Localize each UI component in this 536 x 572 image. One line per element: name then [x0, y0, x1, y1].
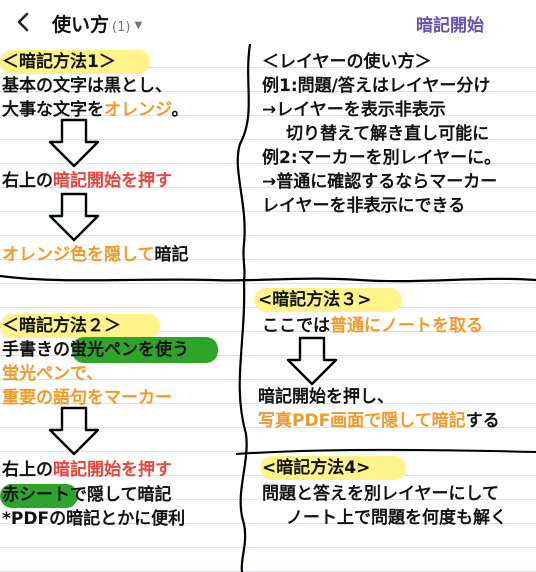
- note-title-text: 使い方: [52, 14, 110, 36]
- note-canvas[interactable]: ＜暗記方法1＞ 基本の文字は黒とし、 大事な文字をオレンジ。 右上の暗記開始を押…: [0, 44, 536, 572]
- method2-line5: 赤シートで隠して暗記: [2, 485, 172, 505]
- start-memorize-button[interactable]: 暗記開始: [416, 16, 484, 36]
- method1-line4: オレンジ色を隠して暗記: [2, 245, 189, 265]
- layer-line5: →普通に確認するならマーカー: [262, 172, 498, 192]
- method1-line3: 右上の暗記開始を押す: [2, 171, 172, 191]
- layer-line6: レイヤーを非表示にできる: [262, 196, 466, 216]
- layer-line2: →レイヤーを表示非表示: [262, 100, 446, 120]
- method2-title: ＜暗記方法２＞: [2, 316, 121, 336]
- caret-down-icon: ▼: [134, 20, 143, 31]
- layer-line3: 切り替えて解き直し可能に: [286, 124, 490, 144]
- page-count: (1): [112, 20, 131, 35]
- method4-line1: 問題と答えを別レイヤーにして: [262, 484, 499, 504]
- layer-line4: 例2:マーカーを別レイヤーに。: [262, 148, 502, 168]
- app-header: 使い方(1)▼ 暗記開始: [0, 0, 536, 44]
- chevron-left-icon[interactable]: [10, 9, 36, 35]
- method4-title: <暗記方法4>: [262, 458, 371, 478]
- yellow-highlight: [0, 314, 160, 338]
- green-highlight: [72, 337, 218, 363]
- method1-line2: 大事な文字をオレンジ。: [2, 100, 189, 120]
- method2-line2: 蛍光ペンで、: [2, 364, 104, 384]
- down-arrow-icon: [48, 406, 100, 456]
- method3-title: <暗記方法３>: [258, 290, 372, 310]
- method2-line1: 手書きの蛍光ペンを使う: [2, 340, 189, 360]
- layer-title: ＜レイヤーの使い方＞: [262, 52, 432, 72]
- yellow-highlight: [260, 456, 406, 480]
- method3-line2: 暗記開始を押し、: [258, 387, 394, 407]
- method1-line1: 基本の文字は黒とし、: [2, 76, 172, 96]
- method3-line1: ここでは普通にノートを取る: [262, 316, 483, 336]
- down-arrow-icon: [286, 336, 338, 386]
- method2-line3: 重要の語句をマーカー: [2, 388, 172, 408]
- green-highlight: [0, 484, 78, 508]
- method2-line4: 右上の暗記開始を押す: [2, 460, 172, 480]
- down-arrow-icon: [48, 192, 100, 242]
- method1-title: ＜暗記方法1＞: [2, 52, 116, 72]
- layer-line1: 例1:問題/答えはレイヤー分け: [262, 76, 491, 96]
- method2-line6: *PDFの暗記とかに便利: [2, 509, 186, 529]
- handwriting-layer: [0, 44, 536, 572]
- down-arrow-icon: [48, 118, 100, 168]
- method3-line3: 写真PDF画面で隠して暗記する: [258, 411, 500, 431]
- method4-line2: ノート上で問題を何度も解く: [286, 508, 507, 528]
- yellow-highlight: [254, 288, 402, 312]
- horizontal-divider-stroke: [0, 274, 536, 283]
- vertical-divider-stroke: [236, 44, 252, 572]
- note-title[interactable]: 使い方(1)▼: [52, 10, 142, 37]
- yellow-highlight: [0, 50, 150, 74]
- right-divider-stroke: [235, 448, 536, 455]
